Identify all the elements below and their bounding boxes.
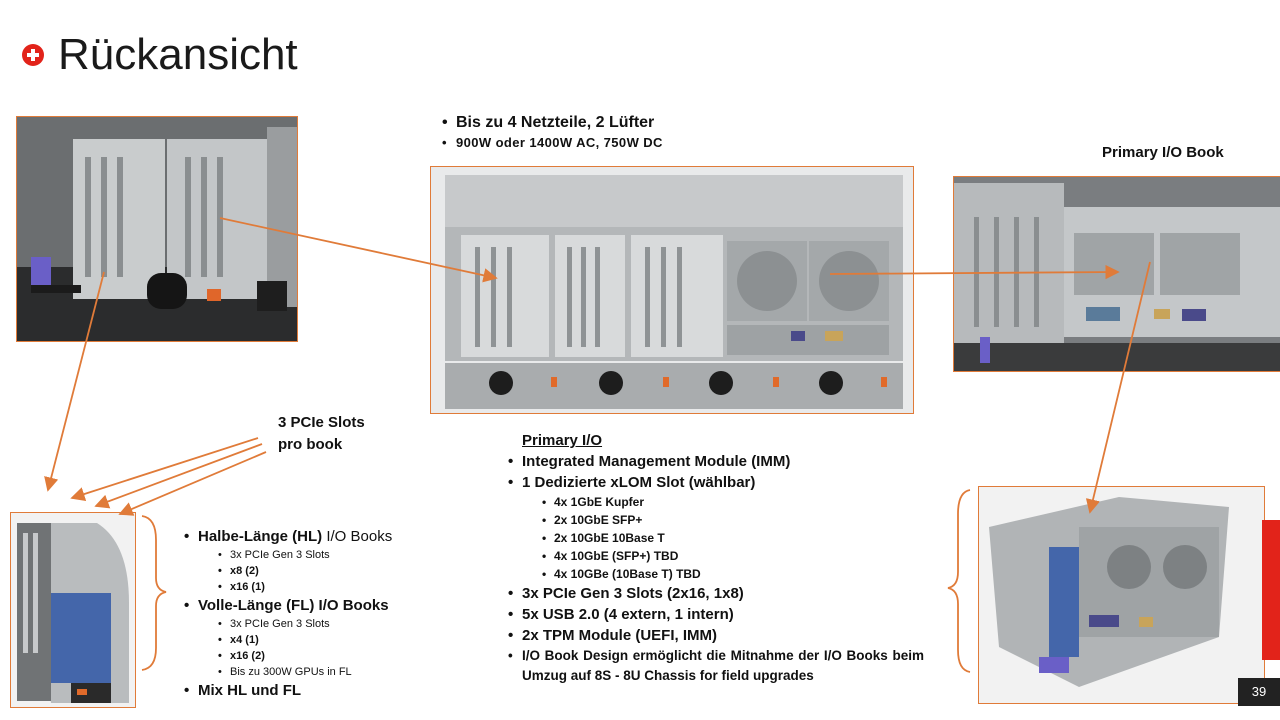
label-primary-io-book: Primary I/O Book <box>1102 144 1224 161</box>
io-books-block: Halbe-Länge (HL) I/O Books 3x PCIe Gen 3… <box>182 526 442 701</box>
primary-io-item: 1 Dedizierte xLOM Slot (wählbar) <box>506 472 936 493</box>
io-book-hl-title-rest: I/O Books <box>322 528 393 545</box>
photo-io-book-closeup <box>16 116 298 342</box>
io-book-subitem: 3x PCIe Gen 3 Slots <box>182 616 442 632</box>
brace-left <box>141 515 167 671</box>
primary-io-item: Integrated Management Module (IMM) <box>506 451 936 472</box>
page-title: Rückansicht <box>58 30 298 79</box>
io-book-type-hl: Halbe-Länge (HL) I/O Books <box>182 526 442 547</box>
io-book-subitem: x16 (2) <box>182 648 442 664</box>
primary-io-subitem: 4x 1GbE Kupfer <box>506 493 936 511</box>
brand-plus-icon <box>22 44 44 66</box>
io-book-subitem: Bis zu 300W GPUs in FL <box>182 664 442 680</box>
primary-io-item: I/O Book Design ermöglicht die Mitnahme … <box>506 646 936 686</box>
io-book-subitem: x8 (2) <box>182 563 442 579</box>
primary-io-item: 5x USB 2.0 (4 extern, 1 intern) <box>506 604 936 625</box>
io-book-subitem: 3x PCIe Gen 3 Slots <box>182 547 442 563</box>
primary-io-item: 3x PCIe Gen 3 Slots (2x16, 1x8) <box>506 583 936 604</box>
primary-io-subitem: 4x 10GbE (SFP+) TBD <box>506 547 936 565</box>
primary-io-heading: Primary I/O <box>522 432 603 449</box>
io-book-subitem: x16 (1) <box>182 579 442 595</box>
io-book-subitem: x4 (1) <box>182 632 442 648</box>
page-number: 39 <box>1238 678 1280 706</box>
psu-bullet: 900W oder 1400W AC, 750W DC <box>440 133 663 153</box>
arrow-line <box>94 443 263 509</box>
arrow-line <box>118 451 267 516</box>
primary-io-subitem: 4x 10GBe (10Base T) TBD <box>506 565 936 583</box>
photo-primary-io-book-module <box>978 486 1265 704</box>
photo-primary-io-book <box>953 176 1280 372</box>
label-pcie-slots: 3 PCIe Slots pro book <box>278 412 428 456</box>
label-pcie-line: 3 PCIe Slots <box>278 414 365 431</box>
io-book-type-fl: Volle-Länge (FL) I/O Books <box>182 595 442 616</box>
io-book-hl-title: Halbe-Länge (HL) <box>198 528 323 545</box>
psu-bullet: Bis zu 4 Netzteile, 2 Lüfter <box>440 112 663 133</box>
primary-io-subitem: 2x 10GbE SFP+ <box>506 511 936 529</box>
arrow-line <box>70 437 259 501</box>
photo-io-book-halflength <box>10 512 136 708</box>
brace-right <box>947 489 971 673</box>
label-pcie-line: pro book <box>278 436 343 453</box>
brand-side-tab <box>1262 520 1280 660</box>
primary-io-subitem: 2x 10GbE 10Base T <box>506 529 936 547</box>
primary-io-block: Primary I/O Integrated Management Module… <box>506 432 936 686</box>
primary-io-item: 2x TPM Module (UEFI, IMM) <box>506 625 936 646</box>
io-book-mix: Mix HL und FL <box>182 680 442 701</box>
psu-bullet-list: Bis zu 4 Netzteile, 2 Lüfter 900W oder 1… <box>440 112 663 153</box>
photo-chassis-rear <box>430 166 914 414</box>
